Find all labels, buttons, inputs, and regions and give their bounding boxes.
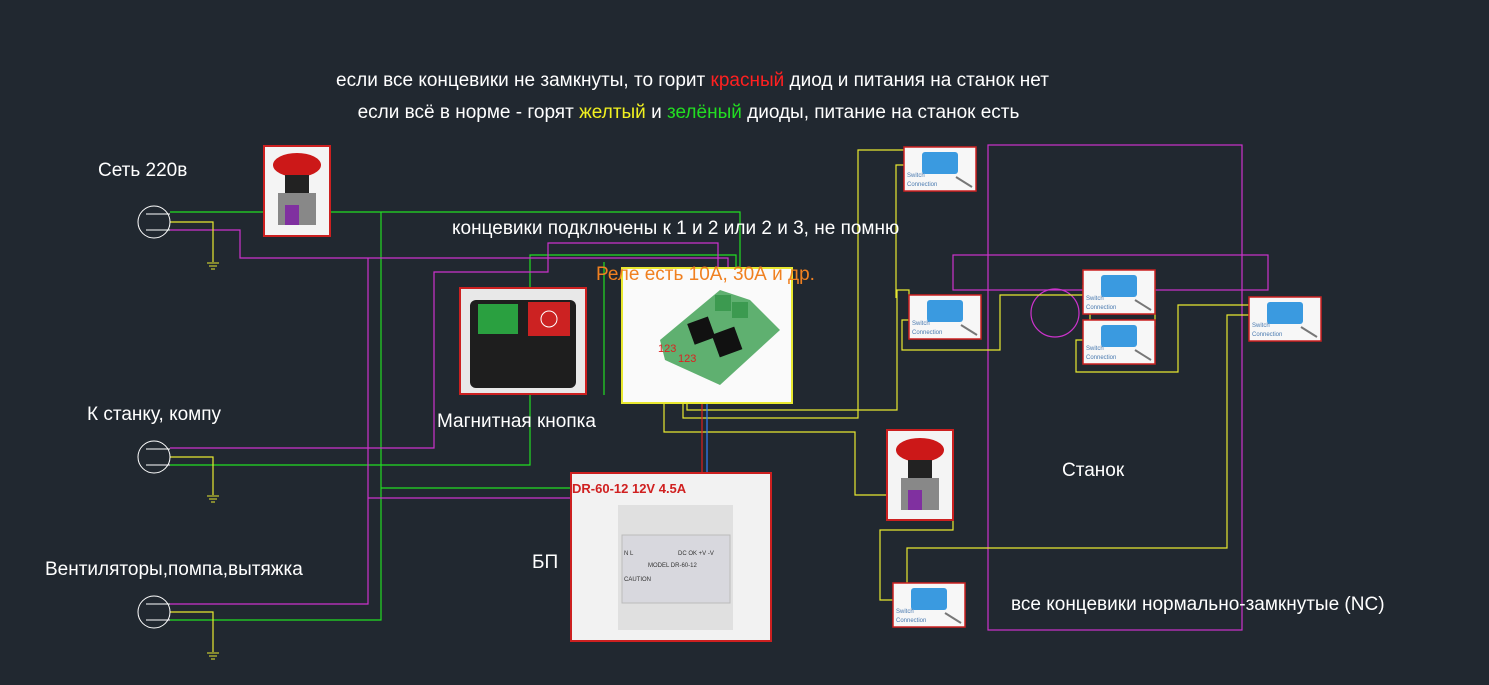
switch-caption: Switch <box>1086 296 1104 302</box>
limit-switch-icon: Switch Connection <box>908 294 982 340</box>
psu-plate-model: MODEL DR-60-12 <box>648 563 697 569</box>
green-word: зелёный <box>666 102 742 123</box>
psu-dc-label: DC OK +V -V <box>678 551 714 557</box>
psu-caution: CAUTION <box>624 577 651 583</box>
header-line-1: если все концевики не замкнуты, то горит… <box>0 70 1487 92</box>
limit-switch-icon: Switch Connection <box>1082 319 1156 365</box>
limit-switch-icon: Switch Connection <box>892 582 966 628</box>
header-text: если все концевики не замкнуты, то горит <box>336 70 711 91</box>
outlet-fans <box>137 595 171 629</box>
switch-caption: Switch <box>1086 346 1104 352</box>
switch-caption: Switch <box>1252 323 1270 329</box>
emergency-stop-button-icon <box>263 145 331 237</box>
limit-switch-note: концевики подключены к 1 и 2 или 2 и 3, … <box>452 218 899 239</box>
machine-label: Станок <box>1062 460 1125 481</box>
ground-icon <box>207 262 219 270</box>
switch-caption: Connection <box>1252 332 1282 338</box>
limit-switch-icon: Switch Connection <box>1248 296 1322 342</box>
header-text: и <box>645 102 667 123</box>
relay-pins-label: 123 <box>678 353 696 365</box>
switch-caption: Connection <box>907 182 937 188</box>
yellow-word: желтый <box>579 102 646 123</box>
machine-frame <box>987 144 1243 631</box>
switch-caption: Connection <box>896 618 926 624</box>
header-text: диоды, питание на станок есть <box>741 102 1020 123</box>
mains-label: Сеть 220в <box>98 160 187 181</box>
limit-switches: Switch Connection Switch Connection Swit… <box>892 146 1322 628</box>
switch-caption: Connection <box>1086 355 1116 361</box>
relay-note: Реле есть 10А, 30А и др. <box>596 264 815 285</box>
limit-switch-icon: Switch Connection <box>1082 269 1156 315</box>
ground-icon <box>207 495 219 503</box>
nc-note: все концевики нормально-замкнутые (NC) <box>1011 594 1385 615</box>
magnetic-button-image <box>459 287 587 395</box>
relay-board-image: 123 123 <box>621 267 793 404</box>
header-line-2: если всё в норме - горят желтый и зелёны… <box>0 102 1483 124</box>
power-supply-image: DR-60-12 12V 4.5A N L DC OK +V -V MODEL … <box>570 472 772 642</box>
limit-switch-icon: Switch Connection <box>903 146 977 192</box>
fans-label: Вентиляторы,помпа,вытяжка <box>45 559 303 580</box>
outlet-mains <box>137 205 171 239</box>
switch-caption: Switch <box>907 173 925 179</box>
relay-pins-label: 123 <box>658 343 676 355</box>
emergency-stop-button-icon <box>886 429 954 521</box>
ground-icon <box>207 652 219 660</box>
psu-model-label: DR-60-12 12V 4.5A <box>572 481 687 496</box>
switch-caption: Connection <box>912 330 942 336</box>
magnetic-button-label: Магнитная кнопка <box>437 411 596 432</box>
red-word: красный <box>710 70 785 91</box>
switch-caption: Switch <box>912 321 930 327</box>
header-text: если всё в норме - горят <box>357 102 580 123</box>
machine-socket-label: К станку, компу <box>87 404 222 425</box>
spindle-circle <box>1030 288 1080 338</box>
switch-caption: Switch <box>896 609 914 615</box>
psu-label: БП <box>532 552 558 573</box>
psu-terminals-label: N L <box>624 551 634 557</box>
switch-caption: Connection <box>1086 305 1116 311</box>
header-text: диод и питания на станок нет <box>784 70 1049 91</box>
outlet-machine <box>137 440 171 474</box>
